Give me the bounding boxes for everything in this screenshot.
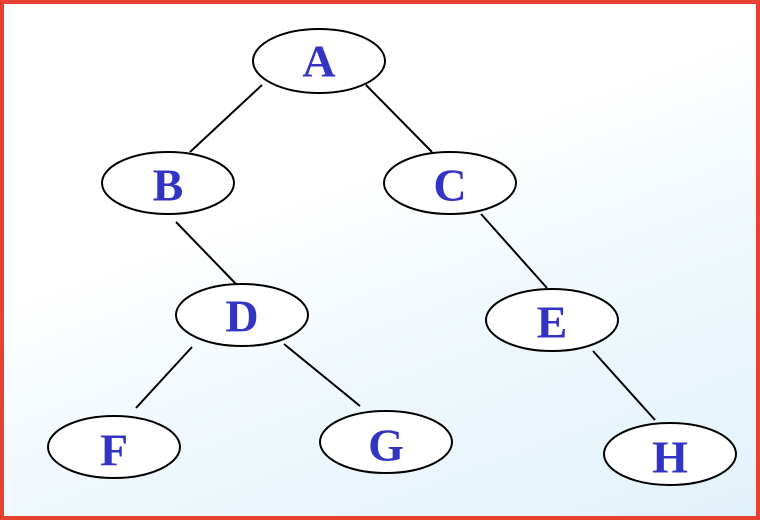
edge-b-d — [175, 221, 237, 285]
node-label-f: F — [100, 425, 128, 476]
node-label-g: G — [368, 420, 404, 471]
node-label-h: H — [652, 432, 688, 483]
tree-node-c: C — [383, 151, 517, 215]
edge-a-b — [189, 84, 263, 153]
edge-e-h — [592, 350, 656, 421]
tree-node-a: A — [252, 28, 386, 94]
tree-node-g: G — [319, 410, 453, 474]
edge-c-e — [480, 213, 548, 289]
tree-node-b: B — [101, 151, 235, 215]
node-label-a: A — [302, 36, 335, 87]
tree-node-e: E — [485, 288, 619, 352]
node-label-c: C — [433, 160, 466, 211]
edge-d-g — [283, 343, 361, 407]
node-label-e: E — [537, 297, 568, 348]
node-label-d: D — [225, 291, 258, 342]
tree-node-h: H — [603, 422, 737, 486]
node-label-b: B — [153, 160, 184, 211]
tree-node-f: F — [47, 415, 181, 479]
tree-node-d: D — [175, 283, 309, 347]
edge-d-f — [135, 346, 193, 409]
edge-a-c — [365, 84, 433, 153]
